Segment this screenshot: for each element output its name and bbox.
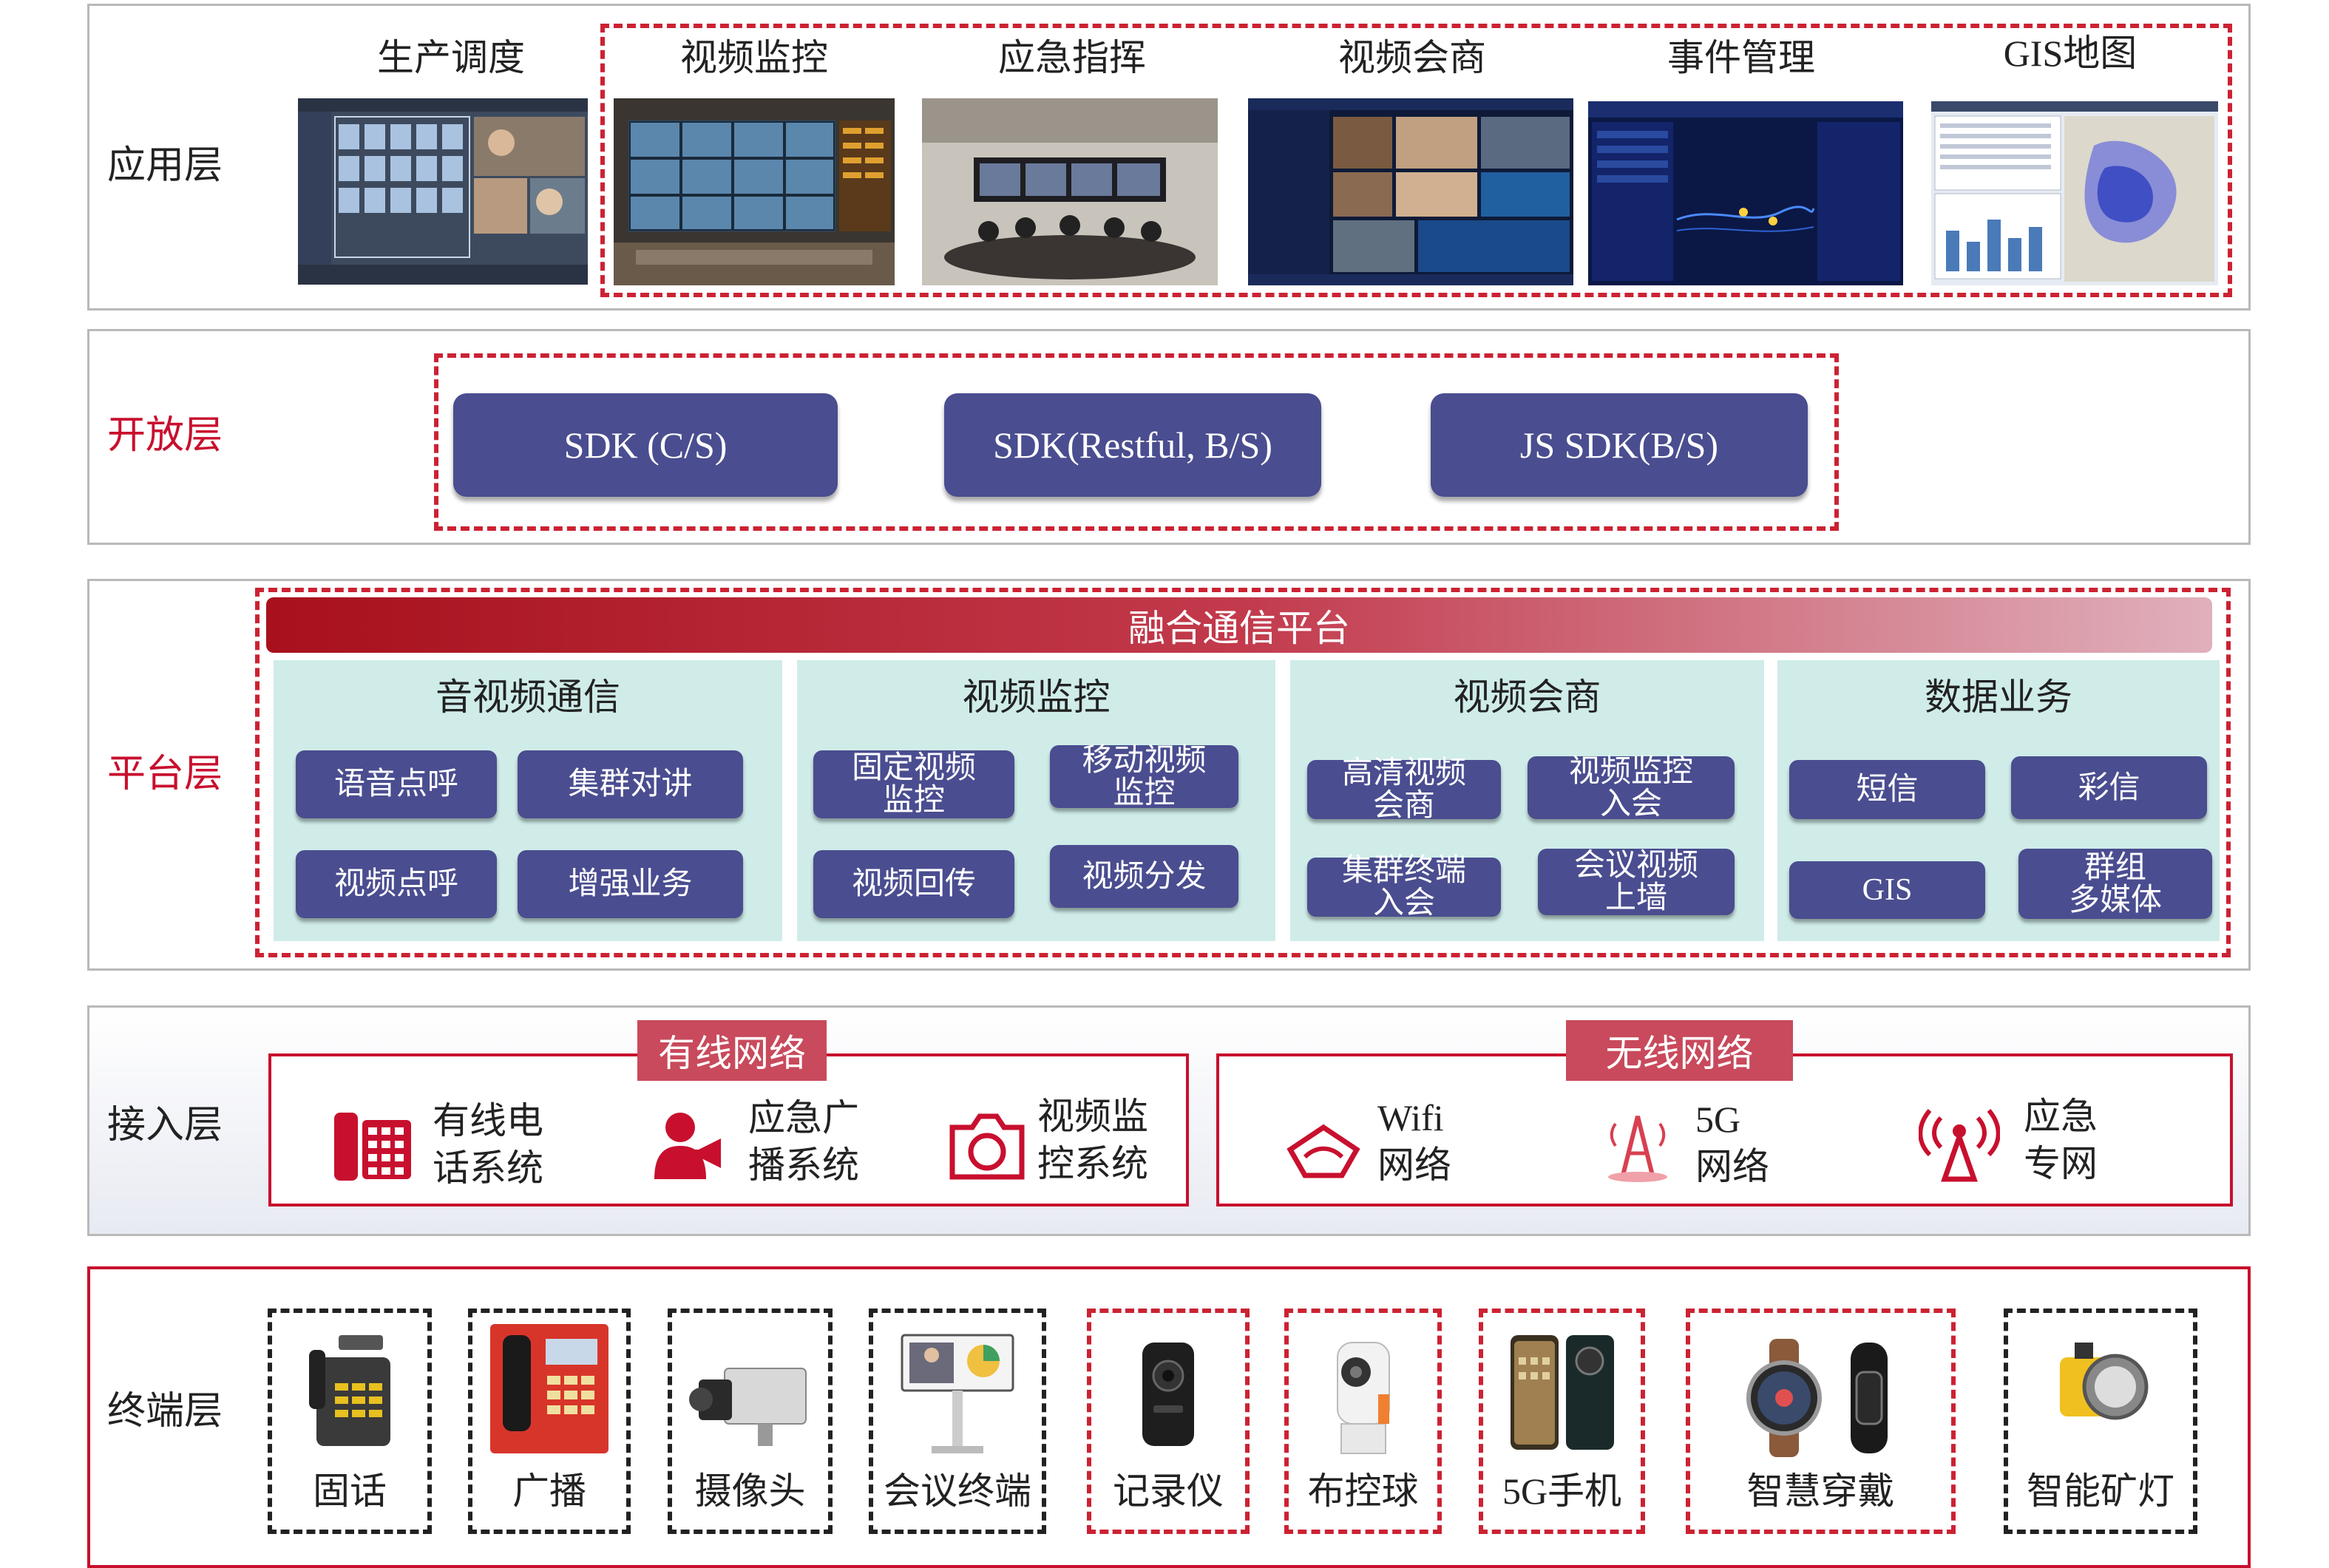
- btn-fixed-video-monitor[interactable]: 固定视频 监控: [813, 750, 1014, 818]
- terminal-label: 智能矿灯: [2027, 1470, 2174, 1512]
- terminal-broadcast: 广播: [468, 1309, 631, 1534]
- terminal-layer-label: 终端层: [107, 1391, 223, 1433]
- platform-layer-label: 平台层: [107, 753, 223, 795]
- btn-group-multimedia[interactable]: 群组 多媒体: [2018, 849, 2212, 919]
- terminal-surveillance-ball: 布控球: [1284, 1309, 1442, 1534]
- camera-icon: [946, 1109, 1028, 1187]
- production-dispatch-screenshot: [298, 98, 588, 285]
- wireless-5g-label: 5G 网络: [1695, 1099, 1769, 1187]
- sdk-restful-button[interactable]: SDK(Restful, B/S): [944, 393, 1321, 497]
- video-conference-image: [1248, 98, 1573, 285]
- 5g-phone-image: [1510, 1335, 1614, 1450]
- terminal-mining-lamp: 智能矿灯: [2004, 1309, 2197, 1534]
- btn-video-backhaul[interactable]: 视频回传: [813, 850, 1014, 918]
- wireless-wifi-label: Wifi 网络: [1377, 1097, 1451, 1186]
- emergency-command-screenshot: [922, 98, 1218, 285]
- terminal-label: 会议终端: [884, 1470, 1031, 1512]
- btn-mms[interactable]: 彩信: [2011, 756, 2207, 819]
- btn-enhanced-service[interactable]: 增强业务: [518, 850, 743, 918]
- group-title: 视频监控: [962, 676, 1111, 718]
- emergency-command-image: [922, 98, 1218, 285]
- app-title-production: 生产调度: [377, 37, 525, 78]
- btn-video-monitor-join[interactable]: 视频监控 入会: [1528, 756, 1735, 821]
- camera-device-image: [688, 1368, 807, 1446]
- application-dashed-frame: [600, 24, 2232, 297]
- recorder-image: [1142, 1343, 1194, 1446]
- event-management-screenshot: [1588, 101, 1903, 285]
- terminal-5g-phone: 5G手机: [1479, 1309, 1645, 1534]
- app-title-event: 事件管理: [1667, 37, 1815, 78]
- platform-banner: 融合通信平台: [266, 597, 2212, 653]
- broadcast-person-icon: [651, 1109, 732, 1187]
- video-wall-image: [614, 98, 895, 285]
- 5g-tower-icon: [1597, 1109, 1678, 1187]
- terminal-meeting: 会议终端: [869, 1309, 1046, 1534]
- wired-network-tab: 有线网络: [637, 1020, 827, 1081]
- terminal-label: 5G手机: [1502, 1470, 1622, 1512]
- open-dashed-frame: [434, 353, 1839, 531]
- event-management-image: [1588, 101, 1903, 285]
- btn-mobile-video-monitor[interactable]: 移动视频 监控: [1050, 744, 1238, 810]
- btn-video-call[interactable]: 视频点呼: [296, 850, 497, 918]
- btn-sms[interactable]: 短信: [1789, 760, 1985, 819]
- sdk-js-button[interactable]: JS SDK(B/S): [1431, 393, 1808, 497]
- group-title: 视频会商: [1453, 676, 1601, 718]
- wireless-emergency-label: 应急 专网: [2024, 1096, 2098, 1184]
- group-title: 音视频通信: [435, 676, 620, 718]
- wifi-router-icon: [1283, 1116, 1364, 1187]
- wireless-network-tab: 无线网络: [1566, 1020, 1793, 1081]
- video-wall-screenshot: [614, 98, 895, 285]
- terminal-label: 布控球: [1307, 1470, 1419, 1512]
- mining-lamp-image: [2060, 1343, 2149, 1420]
- terminal-label: 智慧穿戴: [1746, 1470, 1895, 1512]
- wearable-image: [1746, 1339, 1888, 1457]
- gis-map-screenshot: [1931, 101, 2218, 285]
- telephone-icon: [333, 1109, 414, 1187]
- gis-map-image: [1931, 101, 2218, 285]
- production-dispatch-image: [298, 98, 588, 285]
- btn-meeting-video-wall[interactable]: 会议视频 上墙: [1538, 849, 1735, 915]
- terminal-label: 记录仪: [1113, 1470, 1224, 1512]
- btn-voice-call[interactable]: 语音点呼: [296, 750, 497, 818]
- btn-hd-video-consultation[interactable]: 高清视频 会商: [1307, 757, 1501, 822]
- broadcast-device-image: [490, 1324, 608, 1453]
- terminal-camera: 摄像头: [668, 1309, 833, 1534]
- group-title: 数据业务: [1925, 676, 2072, 718]
- open-layer-label: 开放层: [107, 415, 223, 457]
- btn-trunk-terminal-join[interactable]: 集群终端 入会: [1307, 855, 1501, 920]
- fixed-phone-image: [309, 1335, 390, 1446]
- terminal-label: 广播: [512, 1470, 586, 1512]
- platform-banner-text: 融合通信平台: [1128, 607, 1350, 649]
- antenna-icon: [1918, 1109, 2001, 1187]
- btn-video-distribution[interactable]: 视频分发: [1050, 845, 1238, 908]
- terminal-layer: [87, 1266, 2251, 1568]
- meeting-terminal-image: [901, 1334, 1014, 1453]
- terminal-label: 固话: [313, 1470, 387, 1512]
- btn-gis[interactable]: GIS: [1789, 861, 1985, 919]
- wired-camera-label: 视频监 控系统: [1037, 1096, 1148, 1184]
- access-layer-label: 接入层: [107, 1104, 223, 1147]
- terminal-wearable: 智慧穿戴: [1686, 1309, 1956, 1534]
- btn-group-talk[interactable]: 集群对讲: [518, 750, 743, 818]
- surveillance-ball-image: [1336, 1342, 1390, 1454]
- sdk-cs-button[interactable]: SDK (C/S): [453, 393, 838, 497]
- video-conference-screenshot: [1248, 98, 1573, 285]
- app-title-video-monitor: 视频监控: [680, 37, 828, 78]
- wired-phone-label: 有线电 话系统: [433, 1100, 543, 1189]
- app-title-emergency: 应急指挥: [998, 37, 1146, 78]
- wired-broadcast-label: 应急广 播系统: [748, 1097, 859, 1186]
- terminal-recorder: 记录仪: [1087, 1309, 1250, 1534]
- platform-dashed-frame: [255, 588, 2231, 957]
- app-title-gis: GIS地图: [2003, 33, 2138, 74]
- app-title-video-conference: 视频会商: [1338, 37, 1486, 78]
- application-layer-label: 应用层: [107, 145, 223, 187]
- terminal-label: 摄像头: [694, 1470, 806, 1512]
- terminal-fixed-phone: 固话: [268, 1309, 432, 1534]
